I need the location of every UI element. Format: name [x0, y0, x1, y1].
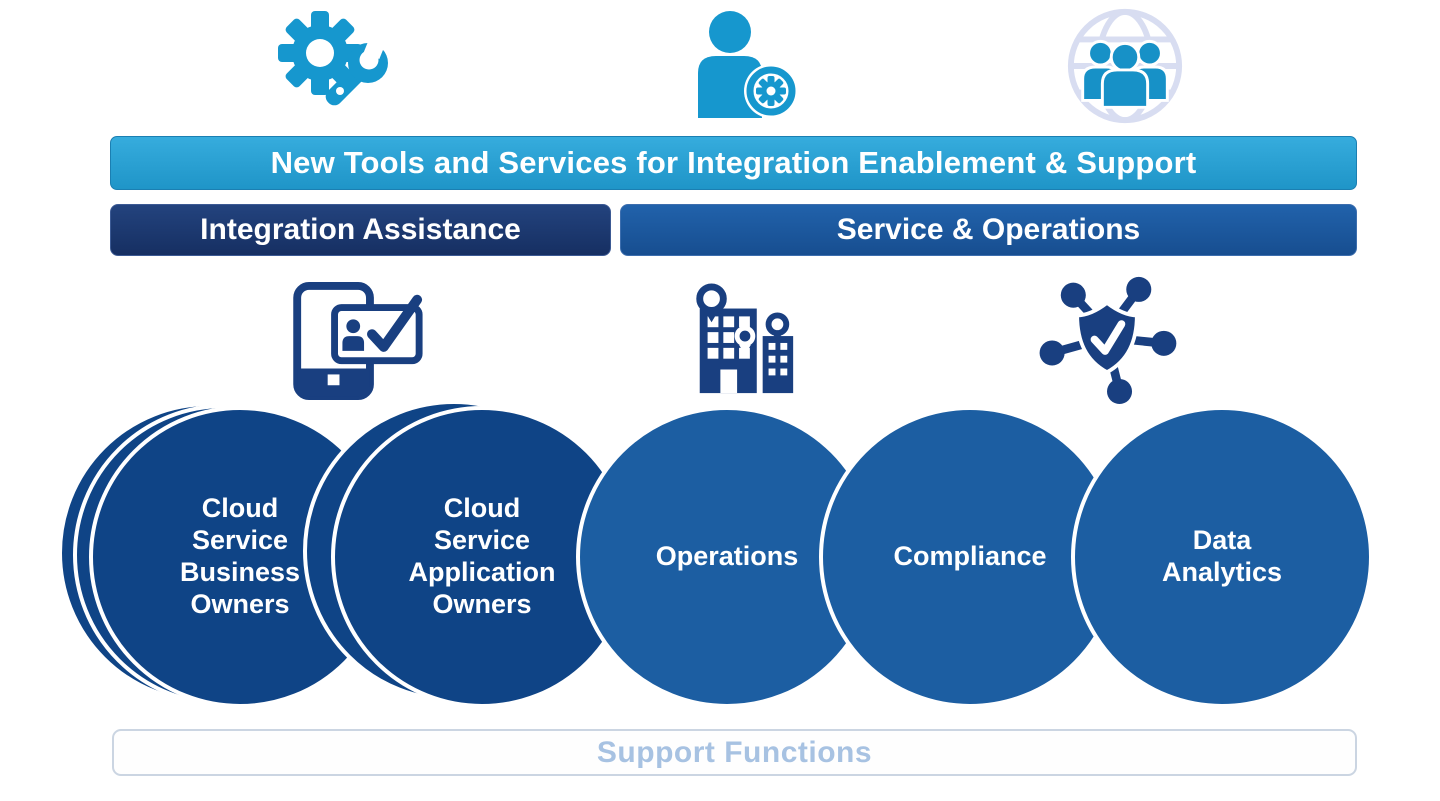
- network-shield-icon: [1032, 274, 1182, 404]
- gear-wrench-icon: [278, 8, 403, 120]
- support-functions-label: Support Functions: [596, 735, 873, 769]
- track-service-operations: Service & Operations: [620, 204, 1357, 256]
- mobile-id-check-icon: [290, 282, 445, 400]
- circle-label: Compliance: [893, 541, 1047, 572]
- circle-label: Data Analytics: [1161, 525, 1283, 587]
- buildings-location-icon: [683, 281, 803, 399]
- circle-compliance: Compliance: [819, 406, 1121, 708]
- globe-team-icon: [1062, 4, 1188, 128]
- circle-label: Cloud Service Application Owners: [408, 493, 556, 619]
- track-integration-assistance: Integration Assistance: [110, 204, 611, 256]
- circle-label: Cloud Service Business Owners: [179, 493, 301, 619]
- circle-data-analytics: Data Analytics: [1071, 406, 1373, 708]
- circle-label: Operations: [655, 541, 799, 572]
- user-gear-icon: [690, 6, 800, 121]
- title-banner: New Tools and Services for Integration E…: [110, 136, 1357, 190]
- track-label: Service & Operations: [836, 213, 1141, 246]
- track-label: Integration Assistance: [200, 213, 521, 246]
- title-banner-label: New Tools and Services for Integration E…: [270, 145, 1197, 180]
- support-functions-bar: Support Functions: [112, 729, 1357, 776]
